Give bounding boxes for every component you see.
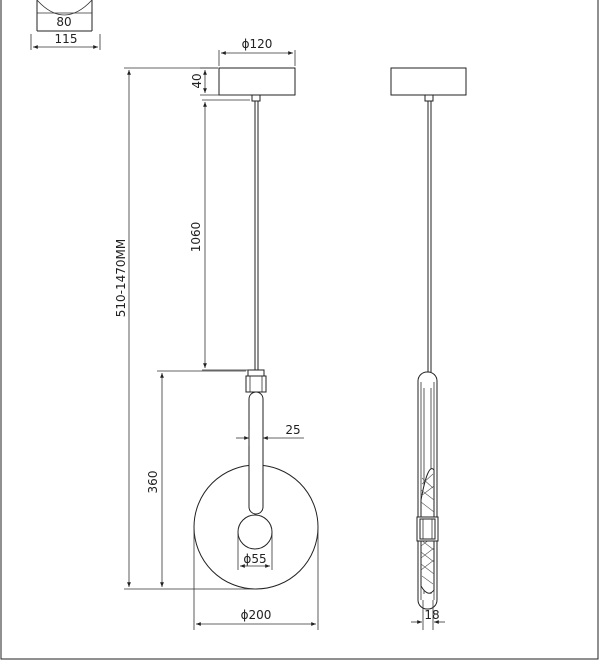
overall-height-label: 510-1470MM (114, 239, 128, 317)
inset-outer-width-label: 115 (55, 32, 78, 46)
center-circle-front (237, 514, 273, 550)
inset-inner-width-label: 80 (56, 15, 71, 29)
canopy-height-label: 40 (190, 73, 204, 88)
tube-width-label: 25 (285, 423, 300, 437)
center-diameter-label: ϕ55 (243, 552, 266, 566)
side-view (390, 67, 467, 610)
canopy-side (390, 67, 467, 96)
front-dimensions: ϕ120 40 1060 510-1470MM 360 25 ϕ55 (114, 37, 319, 630)
disc-diameter-label: ϕ200 (241, 608, 272, 622)
canopy-diameter-label: ϕ120 (242, 37, 273, 51)
lamp-height-label: 360 (146, 471, 160, 494)
inset-top-view: 80 115 (30, 0, 101, 50)
tube-front (248, 391, 264, 515)
front-view (193, 67, 319, 590)
cable-length-label: 1060 (189, 222, 203, 253)
side-dimensions: 18 (411, 600, 445, 630)
canopy-front (218, 67, 296, 96)
side-thickness-label: 18 (424, 608, 439, 622)
